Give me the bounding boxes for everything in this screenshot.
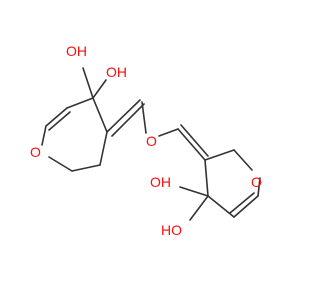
bond <box>111 103 145 137</box>
bond <box>233 195 259 218</box>
ether-linker-bonds <box>141 101 179 137</box>
bond <box>45 107 68 127</box>
right-ring-bonds <box>177 124 261 221</box>
atom-labels: OH OH O O OH O HO <box>30 43 262 238</box>
ring-oxygen-label: O <box>251 174 262 190</box>
hydroxyl-label: OH <box>106 64 127 80</box>
hydroxyl-label: HO <box>161 222 182 238</box>
bond <box>189 195 209 221</box>
bond <box>99 131 108 166</box>
ring-oxygen-label: O <box>30 144 41 160</box>
hydroxyl-label: OH <box>66 43 87 59</box>
ether-oxygen-label: O <box>146 133 157 149</box>
bond <box>141 101 147 134</box>
bond <box>257 177 261 197</box>
bond <box>92 79 107 99</box>
bond <box>229 192 255 214</box>
bond <box>82 67 94 99</box>
bond <box>207 195 235 218</box>
bond <box>48 156 73 172</box>
bond <box>48 111 71 131</box>
bond <box>179 186 209 197</box>
molecule-diagram: OH OH O O OH O HO <box>30 43 262 238</box>
bond <box>180 124 209 157</box>
structure-drawing: OH OH O O OH O HO <box>30 43 262 238</box>
bond <box>204 149 235 161</box>
bond <box>66 97 94 109</box>
hydroxyl-label: OH <box>150 174 171 190</box>
left-ring-bonds <box>41 67 145 172</box>
bond <box>204 159 209 197</box>
bond <box>92 97 108 133</box>
bond <box>41 125 47 146</box>
bond <box>71 164 101 172</box>
bond <box>158 128 179 137</box>
bond <box>177 128 206 161</box>
bond <box>233 149 253 171</box>
bond <box>106 99 141 133</box>
